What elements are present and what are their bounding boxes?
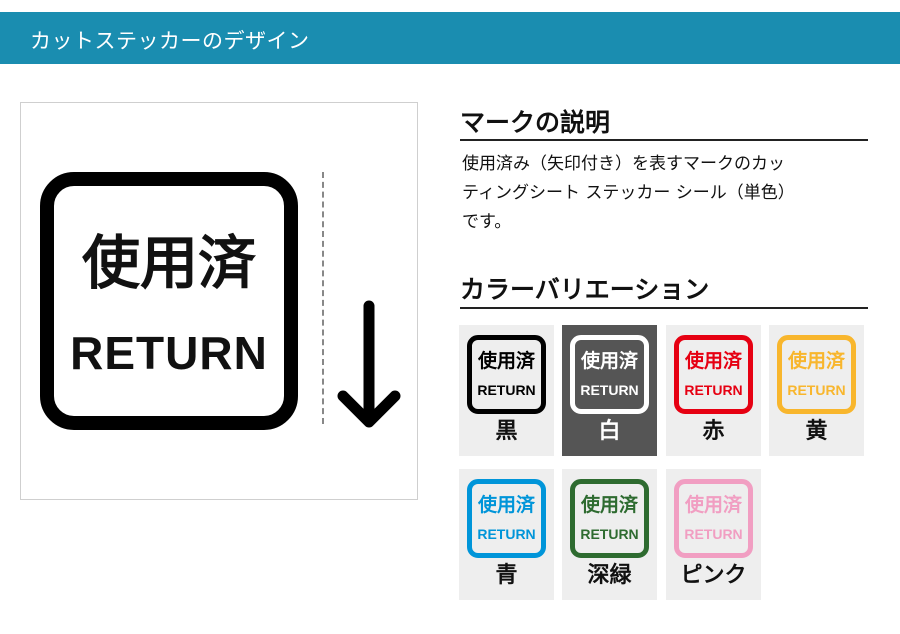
swatch-label: ピンク (680, 563, 747, 588)
sticker-badge: 使用済 RETURN (40, 172, 298, 430)
swatch-return-text: RETURN (477, 382, 536, 398)
swatch-label: 黄 (805, 419, 828, 444)
swatch-badge: 使用済 RETURN (777, 335, 856, 414)
swatch-black[interactable]: 使用済 RETURN 黒 (459, 325, 554, 456)
swatch-badge: 使用済 RETURN (570, 335, 649, 414)
swatch-label: 深緑 (587, 563, 632, 588)
swatch-badge: 使用済 RETURN (467, 479, 546, 558)
down-arrow-icon (337, 300, 401, 428)
swatch-label: 黒 (495, 419, 518, 444)
mark-description: 使用済み（矢印付き）を表すマークのカッ ティングシート ステッカー シール（単色… (462, 150, 868, 237)
mark-section-rule (460, 139, 868, 141)
swatch-kanji: 使用済 (787, 350, 845, 372)
swatch-blue[interactable]: 使用済 RETURN 青 (459, 469, 554, 600)
swatch-badge: 使用済 RETURN (674, 479, 753, 558)
swatch-kanji: 使用済 (477, 494, 535, 516)
sticker-return-text: RETURN (70, 327, 268, 379)
swatch-return-text: RETURN (684, 526, 743, 542)
variation-section-title: カラーバリエーション (460, 275, 710, 304)
swatch-return-text: RETURN (477, 526, 536, 542)
swatch-badge: 使用済 RETURN (674, 335, 753, 414)
header-title: カットステッカーのデザイン (30, 29, 310, 53)
swatch-red[interactable]: 使用済 RETURN 赤 (666, 325, 761, 456)
swatch-label: 青 (495, 563, 518, 588)
swatch-dark-green[interactable]: 使用済 RETURN 深緑 (562, 469, 657, 600)
swatch-kanji: 使用済 (477, 350, 535, 372)
swatch-pink[interactable]: 使用済 RETURN ピンク (666, 469, 761, 600)
sticker-kanji: 使用済 (81, 229, 256, 297)
swatch-kanji: 使用済 (684, 350, 742, 372)
description-line: ティングシート ステッカー シール（単色） (462, 183, 795, 203)
swatch-return-text: RETURN (684, 382, 743, 398)
swatch-badge: 使用済 RETURN (570, 479, 649, 558)
swatch-return-text: RETURN (580, 382, 639, 398)
swatch-yellow[interactable]: 使用済 RETURN 黄 (769, 325, 864, 456)
variation-section-rule (460, 307, 868, 309)
header-bar: カットステッカーのデザイン (0, 12, 900, 64)
description-line: 使用済み（矢印付き）を表すマークのカッ (462, 154, 785, 174)
swatch-kanji: 使用済 (580, 350, 638, 372)
description-line: です。 (462, 212, 512, 232)
swatch-kanji: 使用済 (580, 494, 638, 516)
swatch-label: 白 (598, 419, 621, 444)
mark-section-title: マークの説明 (460, 108, 611, 137)
swatch-return-text: RETURN (580, 526, 639, 542)
swatch-return-text: RETURN (787, 382, 846, 398)
swatch-white[interactable]: 使用済 RETURN 白 (562, 325, 657, 456)
swatch-label: 赤 (702, 419, 725, 444)
cut-guide-dashed-line (322, 172, 324, 424)
swatch-badge: 使用済 RETURN (467, 335, 546, 414)
swatch-kanji: 使用済 (684, 494, 742, 516)
